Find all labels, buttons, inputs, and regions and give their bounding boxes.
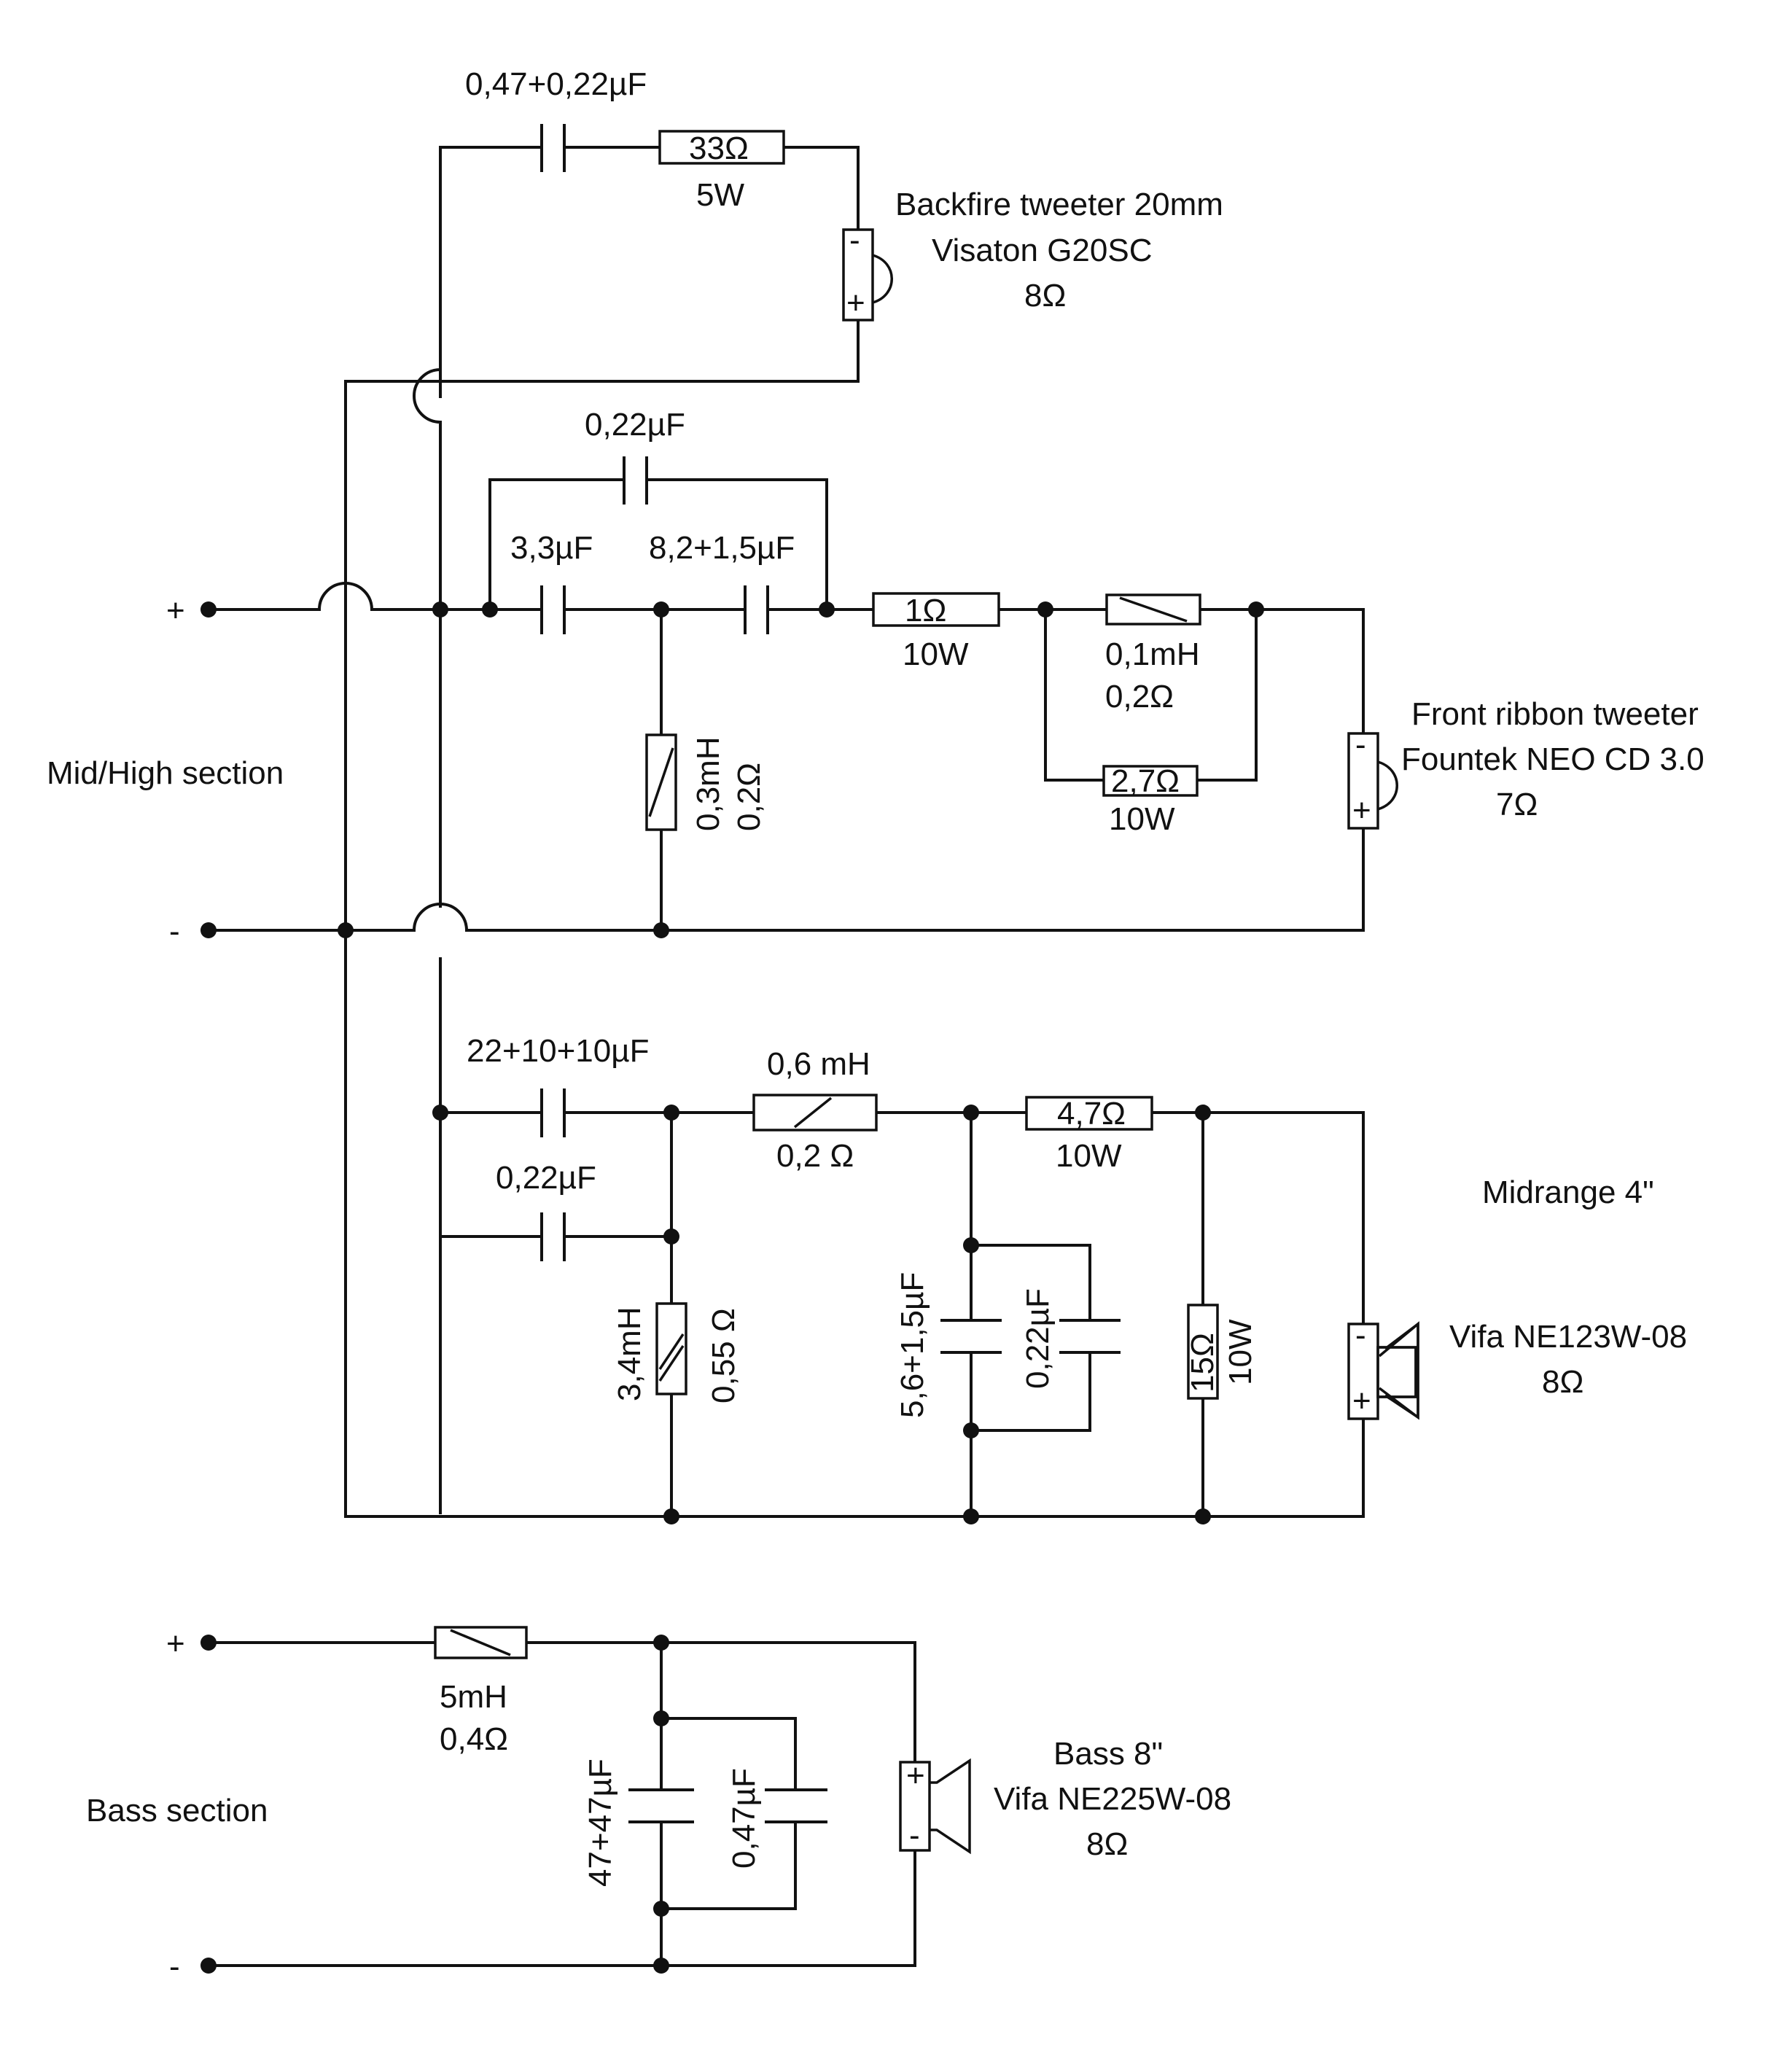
label-r-1: 1Ω — [905, 593, 946, 628]
svg-text:+: + — [906, 1758, 925, 1793]
midrange-line3: 8Ω — [1542, 1364, 1583, 1400]
plus-label: + — [166, 1626, 185, 1662]
driver-backfire-tweeter: - + — [842, 222, 893, 322]
backfire-tweeter-line2: Visaton G20SC — [932, 233, 1152, 268]
label-l-5-res: 0,4Ω — [440, 1721, 508, 1757]
label-l-03-res: 0,2Ω — [731, 763, 767, 831]
minus-label: - — [169, 1949, 180, 1985]
label-r-1-power: 10W — [903, 636, 969, 672]
resistor-15 — [1187, 1304, 1219, 1400]
backfire-branch — [344, 146, 860, 1514]
inductor-3-4mh — [655, 1302, 687, 1395]
label-l-5: 5mH — [440, 1679, 507, 1715]
label-l-01: 0,1mH — [1105, 636, 1200, 672]
label-l-34-res: 0,55 Ω — [706, 1308, 741, 1403]
capacitor-symbols — [540, 124, 1121, 1823]
driver-labels: Backfire tweeter 20mm Visaton G20SC 8Ω F… — [895, 187, 1704, 1862]
svg-text:+: + — [1352, 792, 1371, 828]
label-c-47-bypass: 0,47µF — [726, 1768, 762, 1869]
polarity-minus: - — [849, 222, 860, 258]
front-tweeter-line1: Front ribbon tweeter — [1411, 696, 1699, 732]
resistor-1 — [872, 592, 1000, 627]
label-c-56-bypass: 0,22µF — [1020, 1288, 1056, 1389]
inductor-0-3mh — [645, 733, 677, 831]
svg-text:-: - — [1355, 1317, 1366, 1353]
label-r-backfire-power: 5W — [696, 177, 744, 213]
bass-driver-line3: 8Ω — [1086, 1826, 1128, 1862]
plus-label: + — [166, 593, 185, 628]
driver-midrange: - + — [1347, 1317, 1419, 1420]
minus-label: - — [169, 914, 180, 949]
terminal-plus-mid — [200, 601, 217, 618]
label-c-47: 47+47µF — [583, 1759, 618, 1887]
label-l-03: 0,3mH — [690, 736, 726, 831]
backfire-tweeter-line1: Backfire tweeter 20mm — [895, 187, 1223, 222]
label-r-15: 15Ω — [1185, 1333, 1220, 1393]
inductor-0-1mh — [1105, 593, 1201, 626]
label-c-mid: 22+10+10µF — [467, 1033, 649, 1069]
resistor-4-7 — [1025, 1096, 1153, 1131]
bass-network — [207, 1641, 916, 1967]
label-r-47: 4,7Ω — [1057, 1096, 1126, 1132]
driver-front-ribbon-tweeter: - + — [1347, 727, 1398, 830]
label-r-backfire: 33Ω — [689, 131, 749, 166]
midrange-line1: Midrange 4" — [1482, 1175, 1654, 1210]
front-tweeter-line3: 7Ω — [1496, 787, 1538, 822]
label-c-33: 3,3µF — [510, 530, 593, 566]
svg-text:-: - — [909, 1818, 920, 1853]
label-c-56: 5,6+1,5µF — [895, 1272, 930, 1418]
resistor-33 — [658, 130, 785, 165]
inductor-0-6mh — [752, 1094, 878, 1132]
label-c-backfire: 0,47+0,22µF — [465, 66, 647, 102]
terminal-minus-mid — [200, 922, 217, 938]
polarity-plus: + — [846, 285, 865, 321]
resistor-2-7 — [1102, 765, 1199, 797]
label-r-27: 2,7Ω — [1111, 763, 1180, 799]
label-r-27-power: 10W — [1109, 801, 1175, 837]
inductor-5mh — [434, 1626, 528, 1659]
label-c-mid-bypass: 0,22µF — [496, 1160, 596, 1196]
label-l-06-res: 0,2 Ω — [776, 1138, 854, 1174]
section-label-mid-high: Mid/High section — [47, 755, 284, 791]
label-l-06: 0,6 mH — [767, 1046, 870, 1082]
front-tweeter-line2: Fountek NEO CD 3.0 — [1401, 741, 1704, 777]
label-r-15-power: 10W — [1223, 1319, 1258, 1385]
inductor-symbols — [434, 593, 1201, 1659]
midrange-line2: Vifa NE123W-08 — [1449, 1319, 1687, 1355]
junction-dots — [200, 601, 1264, 1974]
bass-driver-line1: Bass 8" — [1053, 1736, 1163, 1772]
component-labels: 0,47+0,22µF 33Ω 5W 0,22µF 3,3µF 8,2+1,5µ… — [440, 66, 1258, 1887]
bass-driver-line2: Vifa NE225W-08 — [994, 1781, 1231, 1817]
label-r-47-power: 10W — [1056, 1138, 1122, 1174]
resistor-symbols — [658, 130, 1219, 1400]
section-label-bass: Bass section — [86, 1793, 268, 1828]
label-l-34: 3,4mH — [612, 1306, 647, 1401]
label-c-bypass: 0,22µF — [585, 407, 685, 443]
label-c-82: 8,2+1,5µF — [649, 530, 795, 566]
terminal-labels: + - + - Mid/High section Bass section — [47, 593, 284, 1985]
terminal-minus-bass — [200, 1958, 217, 1974]
terminal-plus-bass — [200, 1635, 217, 1651]
label-l-01-res: 0,2Ω — [1105, 679, 1174, 714]
svg-text:+: + — [1352, 1383, 1371, 1419]
svg-text:-: - — [1355, 727, 1366, 763]
driver-bass: + - — [899, 1758, 971, 1855]
backfire-tweeter-line3: 8Ω — [1024, 278, 1066, 313]
